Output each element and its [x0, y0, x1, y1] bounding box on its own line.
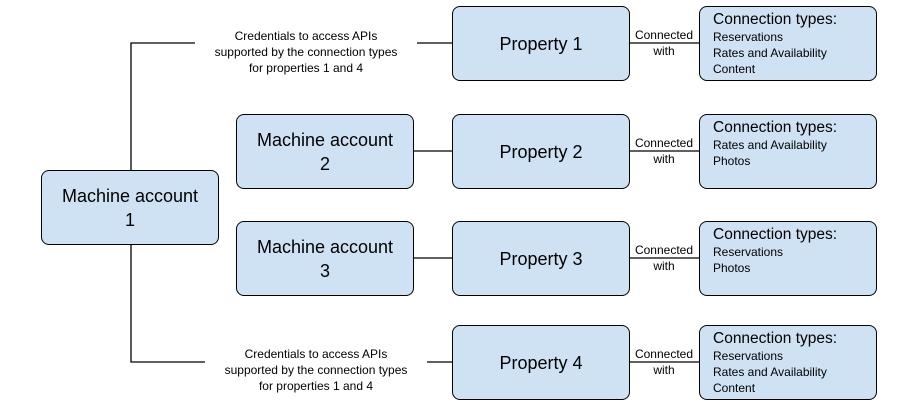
connected-with-line-1: Connected	[634, 347, 694, 361]
connected-with-label-2: Connected with	[629, 135, 699, 167]
connection-types-box-3: Connection types: Reservations Photos	[699, 221, 877, 296]
connected-with-line-1: Connected	[634, 136, 694, 150]
property-2-label: Property 2	[499, 141, 583, 162]
machine-account-1-box: Machine account 1	[41, 170, 219, 245]
property-1-label: Property 1	[499, 33, 583, 54]
connected-with-line-2: with	[653, 363, 675, 377]
connection-types-box-4: Connection types: Reservations Rates and…	[699, 325, 877, 400]
connection-type-item: Content	[713, 381, 756, 395]
connection-types-title: Connection types:	[713, 11, 838, 28]
connection-types-title: Connection types:	[713, 119, 838, 136]
connected-with-label-1: Connected with	[629, 27, 699, 59]
connected-with-line-2: with	[653, 44, 675, 58]
property-2-box: Property 2	[452, 114, 630, 189]
credentials-line-1: Credentials to access APIs	[244, 347, 388, 361]
connected-with-line-2: with	[653, 152, 675, 166]
connection-type-item: Reservations	[713, 30, 784, 44]
credentials-line-3: for properties 1 and 4	[248, 61, 364, 75]
credentials-line-2: supported by the connection types	[214, 45, 398, 59]
connection-type-item: Rates and Availability	[713, 365, 827, 379]
connection-type-item: Photos	[713, 154, 751, 168]
connection-types-box-2: Connection types: Rates and Availability…	[699, 114, 877, 189]
machine-account-2-box: Machine account 2	[236, 114, 414, 189]
connection-type-item: Rates and Availability	[713, 46, 827, 60]
connection-types-title: Connection types:	[713, 330, 838, 347]
connection-type-item: Content	[713, 62, 756, 76]
connected-with-line-1: Connected	[634, 28, 694, 42]
machine-account-2-label: Machine account	[256, 129, 394, 150]
connection-type-item: Reservations	[713, 349, 784, 363]
property-3-label: Property 3	[499, 248, 583, 269]
machine-account-3-number: 3	[319, 260, 330, 281]
property-1-box: Property 1	[452, 6, 630, 81]
machine-account-3-box: Machine account 3	[236, 221, 414, 296]
credentials-label-bottom: Credentials to access APIs supported by …	[205, 346, 427, 394]
connection-type-item: Photos	[713, 261, 751, 275]
connected-with-line-2: with	[653, 259, 675, 273]
connected-with-label-3: Connected with	[629, 242, 699, 274]
machine-account-2-number: 2	[319, 153, 330, 174]
property-4-box: Property 4	[452, 325, 630, 400]
connection-types-title: Connection types:	[713, 226, 838, 243]
connection-type-item: Rates and Availability	[713, 138, 827, 152]
credentials-label-top: Credentials to access APIs supported by …	[195, 28, 417, 76]
connected-with-line-1: Connected	[634, 243, 694, 257]
machine-account-1-label: Machine account	[61, 185, 199, 206]
credentials-line-3: for properties 1 and 4	[258, 379, 374, 393]
connected-with-label-4: Connected with	[629, 346, 699, 378]
connection-types-box-1: Connection types: Reservations Rates and…	[699, 6, 877, 81]
credentials-line-1: Credentials to access APIs	[234, 29, 378, 43]
machine-account-1-number: 1	[124, 209, 135, 230]
property-4-label: Property 4	[499, 352, 583, 373]
machine-account-3-label: Machine account	[256, 236, 394, 257]
connection-type-item: Reservations	[713, 245, 784, 259]
property-3-box: Property 3	[452, 221, 630, 296]
credentials-line-2: supported by the connection types	[224, 363, 408, 377]
